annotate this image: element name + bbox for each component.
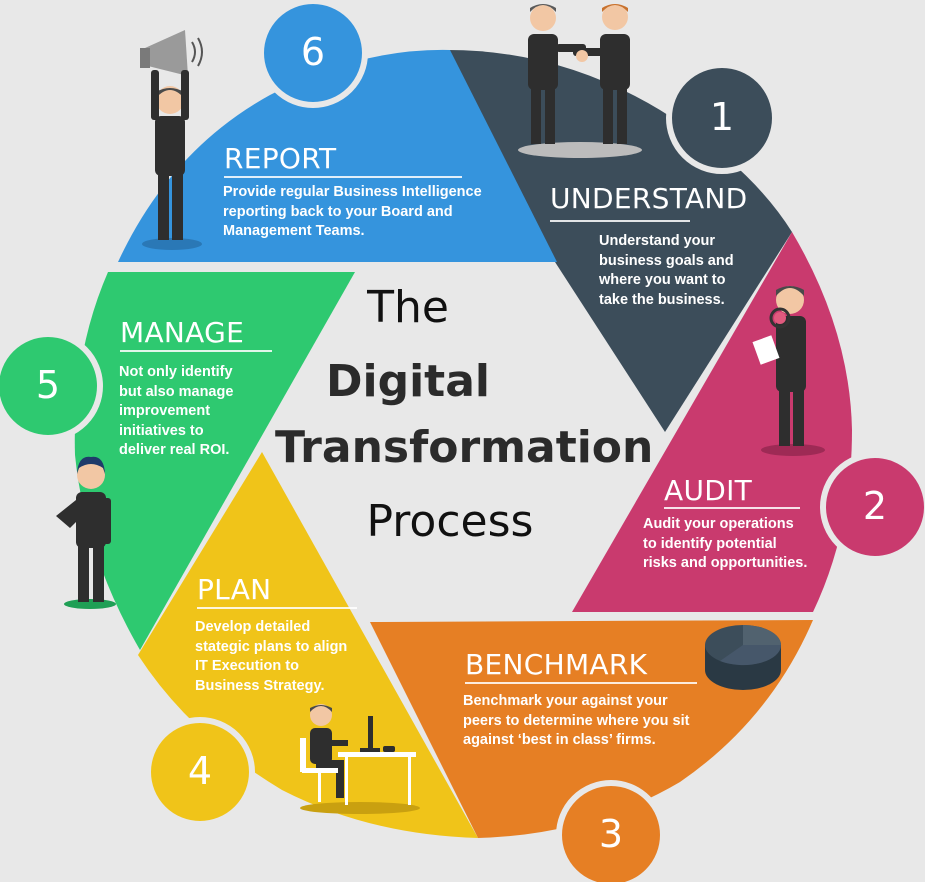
step-text-understand: Understand your business goals and where… bbox=[599, 233, 734, 308]
step-heading-understand: UNDERSTAND bbox=[550, 182, 748, 215]
step-text-audit: Audit your operations to identify potent… bbox=[643, 516, 808, 571]
heading-divider bbox=[465, 682, 697, 684]
segment-report bbox=[118, 49, 557, 262]
circle-step-4 bbox=[145, 717, 255, 827]
title-transformation: Transformation bbox=[275, 422, 654, 473]
heading-divider bbox=[197, 607, 357, 609]
step-text-benchmark: Benchmark your against your peers to det… bbox=[463, 693, 690, 748]
step-text-report: Provide regular Business Intelligence re… bbox=[223, 184, 482, 239]
step-number-4: 4 bbox=[187, 749, 213, 793]
megaphone-icon bbox=[140, 30, 203, 250]
step-number-1: 1 bbox=[709, 95, 735, 139]
step-number-2: 2 bbox=[862, 484, 888, 528]
circle-step-6 bbox=[258, 0, 368, 108]
segment-manage bbox=[74, 272, 356, 650]
magnifier-inspector-icon bbox=[752, 286, 825, 456]
step-number-6: 6 bbox=[300, 30, 326, 74]
circle-step-5 bbox=[0, 331, 103, 441]
heading-divider bbox=[120, 350, 272, 352]
title-process: Process bbox=[366, 496, 534, 547]
circle-step-3 bbox=[556, 780, 666, 882]
circle-step-2 bbox=[820, 452, 925, 562]
desk-worker-icon bbox=[300, 704, 420, 814]
segment-benchmark bbox=[370, 620, 813, 838]
heading-divider bbox=[664, 507, 800, 509]
step-heading-benchmark: BENCHMARK bbox=[465, 648, 648, 681]
handshake-icon bbox=[518, 4, 642, 158]
step-heading-audit: AUDIT bbox=[664, 474, 753, 507]
step-text-manage: Not only identify but also manage improv… bbox=[119, 364, 234, 458]
step-number-3: 3 bbox=[598, 812, 624, 856]
step-heading-report: REPORT bbox=[224, 142, 337, 175]
circle-step-1 bbox=[666, 62, 778, 174]
title-digital: Digital bbox=[326, 356, 490, 407]
heading-divider bbox=[224, 176, 462, 178]
step-heading-plan: PLAN bbox=[197, 573, 272, 606]
title-the: The bbox=[367, 282, 449, 333]
step-text-plan: Develop detailed stategic plans to align… bbox=[195, 619, 348, 694]
step-heading-manage: MANAGE bbox=[120, 316, 245, 349]
pie-chart-icon bbox=[705, 625, 782, 690]
manager-icon bbox=[56, 456, 116, 609]
step-number-5: 5 bbox=[35, 363, 61, 407]
heading-divider bbox=[550, 220, 690, 222]
